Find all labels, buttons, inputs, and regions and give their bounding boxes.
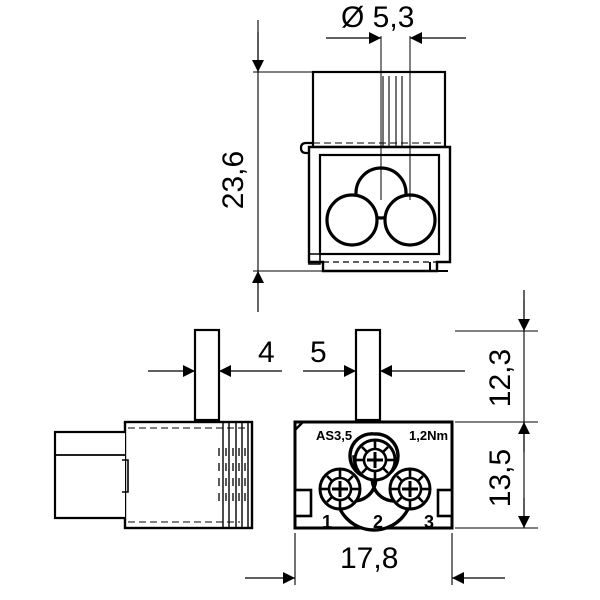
screw-terminal-2[interactable] [353, 438, 397, 482]
front-view-pin [354, 328, 382, 422]
top-view-latch-hook [299, 141, 312, 155]
screw-1-splines [321, 470, 359, 508]
screw-terminal-3[interactable] [388, 467, 432, 511]
bore-right [383, 193, 437, 247]
front-view-right-notch [436, 488, 454, 518]
screw-2-cross-slot [367, 452, 383, 468]
dim-pin-width-left-label: 4 [258, 336, 275, 369]
dim-height-overall-label: 23,6 [217, 151, 250, 209]
lower-body-left-foot [308, 253, 321, 265]
terminal-number-1: 1 [322, 512, 332, 532]
screw-2-splines [356, 441, 394, 479]
screw-3-cross-slot [402, 481, 418, 497]
dim-width-overall-label: 17,8 [340, 542, 398, 575]
dim-bore-diameter [326, 32, 466, 200]
side-view-body [123, 420, 254, 530]
screw-3-splines [391, 470, 429, 508]
side-view-pin [193, 328, 221, 422]
bore-left [325, 193, 379, 247]
dim-bore-diameter-label: Ø 5,3 [341, 1, 414, 34]
marking-wire-size: AS3,5 [316, 428, 352, 443]
dim-height-lower-label: 13,5 [484, 449, 517, 507]
dim-height-lower [455, 422, 538, 529]
upper-shell-outline [311, 70, 447, 149]
dim-height-overall [252, 20, 330, 312]
side-view-rib-dashes [218, 448, 246, 505]
screw-terminal-1[interactable] [318, 467, 362, 511]
front-view-left-notch [293, 488, 313, 518]
screw-1-cross-slot [332, 481, 348, 497]
side-view-rib-group [222, 422, 249, 528]
dim-width-overall [245, 533, 505, 585]
dim-pin-width-right-label: 5 [310, 336, 327, 369]
lower-body-right-tab [429, 262, 448, 272]
top-view [299, 70, 452, 273]
front-view-chamfer [294, 421, 304, 431]
top-view-upper-shell [311, 70, 447, 149]
front-view [293, 328, 454, 532]
side-view-boot [53, 430, 125, 520]
side-view-latch [122, 459, 129, 493]
terminal-number-3: 3 [424, 512, 434, 532]
terminal-number-2: 2 [373, 512, 383, 532]
marking-torque: 1,2Nm [409, 428, 448, 443]
dim-height-upper-label: 12,3 [484, 349, 517, 407]
side-view [53, 328, 254, 530]
